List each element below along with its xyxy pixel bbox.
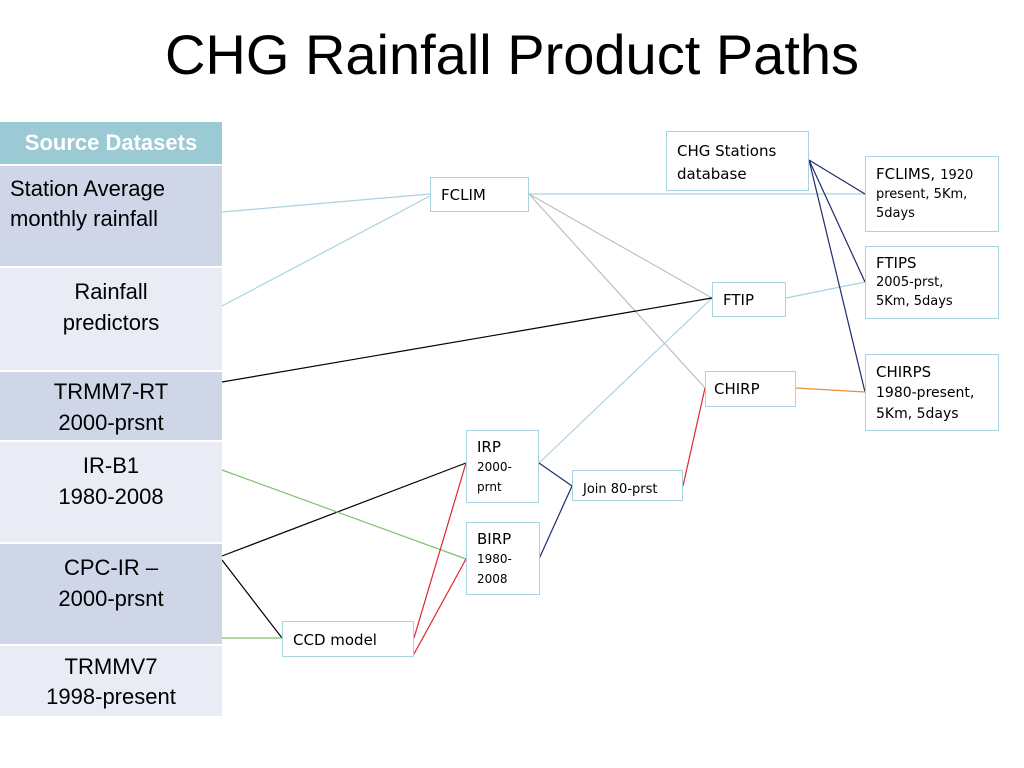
source-row-line: CPC-IR – [63, 555, 159, 580]
stations-line: database [677, 165, 747, 183]
connector-ccd-to-irp [413, 462, 467, 639]
source-row-ir-b1: IR-B1 1980-2008 [0, 440, 222, 542]
chirps-detail: 1980-present, [876, 385, 975, 401]
source-row-line: monthly rainfall [10, 206, 158, 231]
fclims-detail: 1920 [940, 168, 974, 183]
ftip-label: FTIP [723, 291, 754, 309]
connector-irp-to-ftip [538, 297, 713, 464]
birp-box: BIRP 1980- 2008 [466, 522, 540, 595]
source-row-line: TRMM7-RT [53, 379, 169, 404]
source-row-line: Rainfall [74, 279, 148, 304]
birp-detail: 1980- [477, 552, 512, 566]
irp-detail: prnt [477, 480, 502, 494]
source-row-rainfall-predictors: Rainfall predictors [0, 266, 222, 370]
source-row-line: TRMMV7 [64, 654, 158, 679]
connector-cpcir-to-irp [221, 462, 467, 557]
connector-fclim-to-ftip [528, 193, 713, 299]
source-row-line: 1980-2008 [58, 484, 164, 509]
ftip-box: FTIP [712, 282, 786, 317]
fclims-detail: present, 5Km, [876, 187, 968, 202]
join-box: Join 80-prst [572, 470, 683, 501]
connector-irb1-to-birp [221, 469, 467, 560]
ftips-detail: 2005-prst, [876, 275, 944, 290]
connector-cpcir-to-ccd [221, 559, 283, 639]
source-row-line: predictors [62, 310, 160, 335]
birp-name: BIRP [477, 530, 512, 548]
connector-stations-to-fclims [808, 159, 866, 195]
chirp-box: CHIRP [705, 371, 796, 407]
connector-predictors-to-fclim [221, 195, 431, 307]
source-row-trmm7-rt: TRMM7-RT 2000-prsnt [0, 370, 222, 440]
source-row-line: 2000-prsnt [58, 586, 164, 611]
page-title: CHG Rainfall Product Paths [164, 23, 860, 86]
irp-name: IRP [477, 438, 501, 456]
ftips-box: FTIPS 2005-prst, 5Km, 5days [865, 246, 999, 319]
chg-stations-box: CHG Stations database [666, 131, 809, 191]
ftips-name: FTIPS [876, 254, 917, 272]
ccd-label: CCD model [293, 631, 377, 649]
connector-join-to-chirp [682, 387, 706, 487]
connector-birp-to-join [538, 485, 573, 560]
source-row-station-average: Station Average monthly rainfall [0, 164, 222, 266]
source-row-line: IR-B1 [82, 453, 140, 478]
chirps-name: CHIRPS [876, 363, 932, 381]
source-row-cpc-ir: CPC-IR – 2000-prsnt [0, 542, 222, 644]
ccd-model-box: CCD model [282, 621, 414, 657]
chirps-box: CHIRPS 1980-present, 5Km, 5days [865, 354, 999, 431]
source-row-line: 1998-present [46, 684, 176, 709]
chirp-label: CHIRP [714, 380, 760, 398]
connector-ccd-to-birp [413, 558, 467, 655]
connector-station-to-fclim [221, 193, 431, 213]
connector-chirp-to-chirps [795, 387, 866, 393]
source-row-line: 2000-prsnt [58, 410, 164, 435]
birp-detail: 2008 [477, 572, 508, 586]
source-datasets-header: Source Datasets [0, 122, 222, 164]
source-row-line: Station Average [10, 176, 165, 201]
connector-ftip-to-ftips [785, 281, 866, 299]
join-label: Join 80-prst [583, 482, 658, 497]
fclim-box: FCLIM [430, 177, 529, 212]
irp-detail: 2000- [477, 460, 512, 474]
fclims-box: FCLIMS, 1920 present, 5Km, 5days [865, 156, 999, 232]
connector-trmm-to-ftip [221, 297, 713, 383]
connector-fclim-to-chirp [528, 193, 706, 389]
connector-stations-to-chirps [808, 159, 866, 393]
ftips-detail: 5Km, 5days [876, 294, 953, 309]
fclim-label: FCLIM [441, 186, 486, 204]
irp-box: IRP 2000- prnt [466, 430, 539, 503]
chirps-detail: 5Km, 5days [876, 406, 959, 422]
fclims-name: FCLIMS, [876, 165, 936, 183]
stations-line: CHG Stations [677, 142, 777, 160]
fclims-detail: 5days [876, 206, 915, 221]
source-row-trmmv7: TRMMV7 1998-present [0, 644, 222, 716]
connector-stations-to-ftips [808, 159, 866, 283]
connector-irp-to-join [538, 462, 573, 487]
